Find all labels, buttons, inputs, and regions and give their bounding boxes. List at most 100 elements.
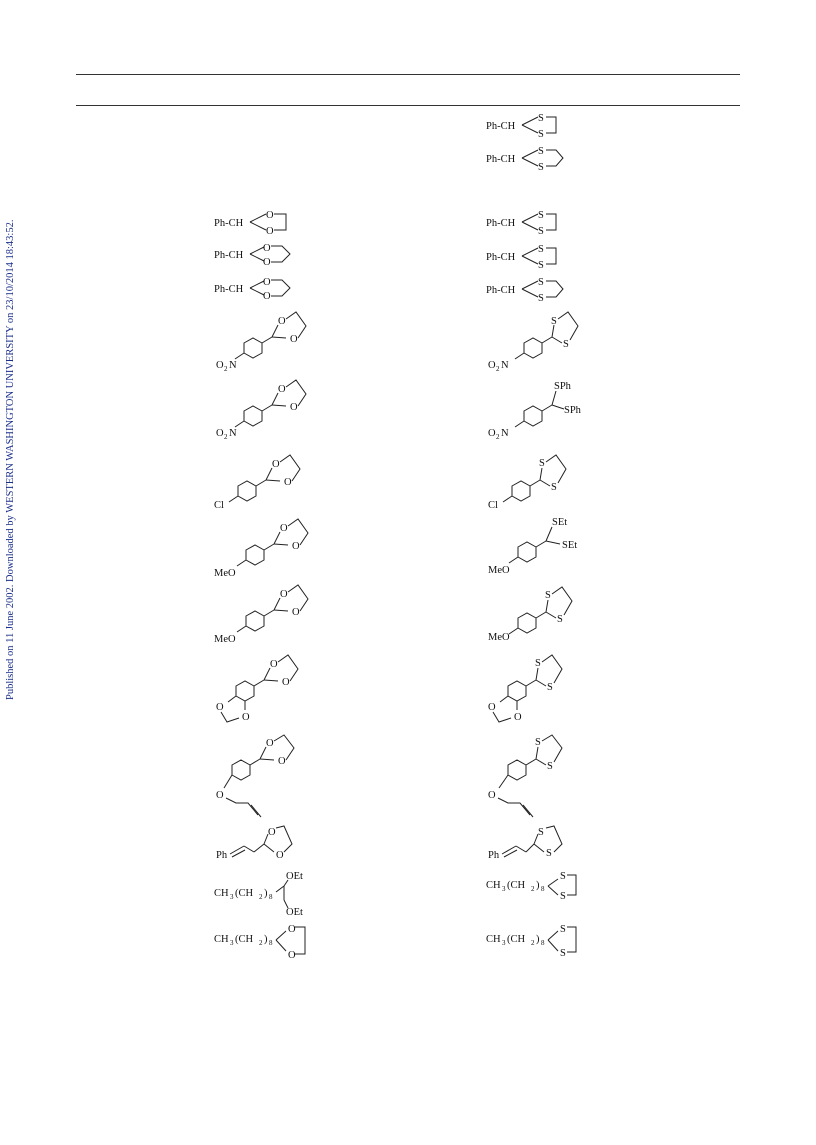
svg-text:O: O — [272, 459, 280, 470]
svg-text:3: 3 — [502, 885, 506, 893]
svg-text:8: 8 — [269, 939, 273, 947]
svg-text:O: O — [292, 541, 300, 552]
svg-text:O: O — [276, 850, 284, 861]
svg-text:): ) — [536, 880, 540, 891]
svg-text:8: 8 — [541, 939, 545, 947]
svg-text:2: 2 — [531, 885, 535, 893]
svg-text:O: O — [263, 257, 271, 268]
svg-text:O: O — [266, 738, 274, 749]
svg-text:O: O — [288, 924, 296, 935]
svg-text:(CH: (CH — [507, 934, 526, 945]
svg-text:O: O — [280, 523, 288, 534]
svg-text:Ph-CH: Ph-CH — [486, 252, 516, 263]
svg-text:Ph: Ph — [488, 850, 500, 861]
svg-text:O: O — [488, 428, 496, 439]
svg-text:O: O — [280, 589, 288, 600]
svg-text:Ph-CH: Ph-CH — [486, 285, 516, 296]
product-structure-12: S S O — [486, 734, 596, 830]
svg-text:S: S — [538, 244, 544, 255]
svg-text:S: S — [551, 482, 557, 493]
svg-text:N: N — [229, 360, 237, 371]
svg-text:O: O — [514, 712, 522, 723]
svg-text:MeO: MeO — [488, 565, 510, 576]
svg-text:O: O — [216, 702, 224, 713]
svg-text:CH: CH — [486, 880, 501, 891]
svg-text:O: O — [292, 607, 300, 618]
svg-text:Ph-CH: Ph-CH — [214, 284, 244, 295]
svg-text:S: S — [563, 339, 569, 350]
svg-text:S: S — [538, 293, 544, 304]
svg-text:O: O — [488, 360, 496, 371]
svg-text:O: O — [278, 384, 286, 395]
svg-text:O: O — [284, 477, 292, 488]
svg-text:2: 2 — [224, 433, 228, 441]
svg-text:O: O — [488, 702, 496, 713]
svg-text:3: 3 — [502, 939, 506, 947]
svg-text:S: S — [546, 848, 552, 859]
svg-text:S: S — [538, 146, 544, 157]
svg-text:S: S — [538, 226, 544, 237]
svg-text:(CH: (CH — [235, 888, 254, 899]
svg-text:S: S — [547, 682, 553, 693]
svg-text:O: O — [282, 677, 290, 688]
svg-text:Ph: Ph — [216, 850, 228, 861]
svg-text:N: N — [501, 428, 509, 439]
svg-text:Ph-CH: Ph-CH — [486, 218, 516, 229]
svg-text:S: S — [560, 871, 566, 882]
reactant-structure-14: CH 3 (CH 2 ) 8 OEt OEt — [214, 870, 324, 925]
svg-text:2: 2 — [496, 365, 500, 373]
svg-text:3: 3 — [230, 893, 234, 901]
svg-text:S: S — [538, 162, 544, 173]
svg-text:2: 2 — [259, 939, 263, 947]
svg-text:OEt: OEt — [286, 907, 303, 918]
svg-text:O: O — [270, 659, 278, 670]
svg-text:Ph-CH: Ph-CH — [486, 154, 516, 165]
svg-text:O: O — [216, 790, 224, 801]
svg-text:(CH: (CH — [507, 880, 526, 891]
svg-text:O: O — [290, 402, 298, 413]
svg-text:OEt: OEt — [286, 871, 303, 882]
svg-text:S: S — [538, 827, 544, 838]
svg-text:S: S — [538, 113, 544, 124]
svg-text:MeO: MeO — [488, 632, 510, 643]
svg-text:SPh: SPh — [564, 405, 582, 416]
svg-text:2: 2 — [496, 433, 500, 441]
svg-text:S: S — [547, 761, 553, 772]
svg-text:2: 2 — [531, 939, 535, 947]
svg-text:S: S — [535, 658, 541, 669]
svg-text:MeO: MeO — [214, 634, 236, 645]
svg-text:SEt: SEt — [552, 517, 567, 528]
svg-text:Ph-CH: Ph-CH — [214, 250, 244, 261]
svg-text:O: O — [288, 950, 296, 961]
svg-text:CH: CH — [486, 934, 501, 945]
svg-text:SPh: SPh — [554, 381, 572, 392]
svg-text:S: S — [538, 260, 544, 271]
svg-text:(CH: (CH — [235, 934, 254, 945]
svg-text:S: S — [560, 948, 566, 959]
svg-text:O: O — [488, 790, 496, 801]
svg-text:3: 3 — [230, 939, 234, 947]
svg-text:S: S — [535, 737, 541, 748]
download-stamp: Published on 11 June 2002. Downloaded by… — [5, 219, 16, 700]
svg-text:O: O — [266, 226, 274, 237]
ph-ch-label: Ph-CH — [486, 121, 516, 132]
svg-text:2: 2 — [259, 893, 263, 901]
svg-text:CH: CH — [214, 888, 229, 899]
svg-text:O: O — [216, 360, 224, 371]
table-header-rule — [76, 105, 740, 106]
svg-text:S: S — [551, 316, 557, 327]
svg-text:O: O — [290, 334, 298, 345]
